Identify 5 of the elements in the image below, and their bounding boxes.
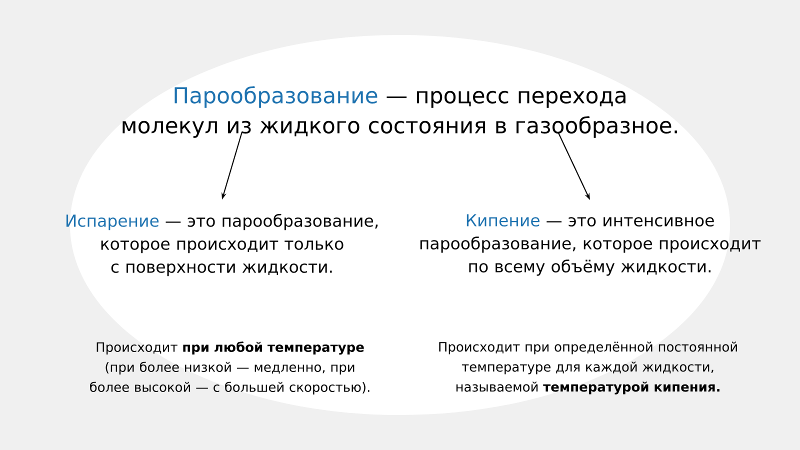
note-text: Происходит при любой температуре (при более низкой — медленно, при более высокой — с большей скоростью). [90, 342, 370, 394]
note-text: Происходит при определённой постоянной температуре для каждой жидкости, называемой температурой кипения. [439, 342, 737, 394]
term-definition: Кипение — это интенсивное парообразование, которое происходит по всему объёму жидкости. [420, 214, 761, 276]
term-definition: Испарение — это парообразование, которое происходит только с поверхности жидкости. [66, 214, 378, 276]
definition-text: Парообразование — процесс перехода молекул из жидкого состояния в газообразное. [122, 86, 677, 138]
